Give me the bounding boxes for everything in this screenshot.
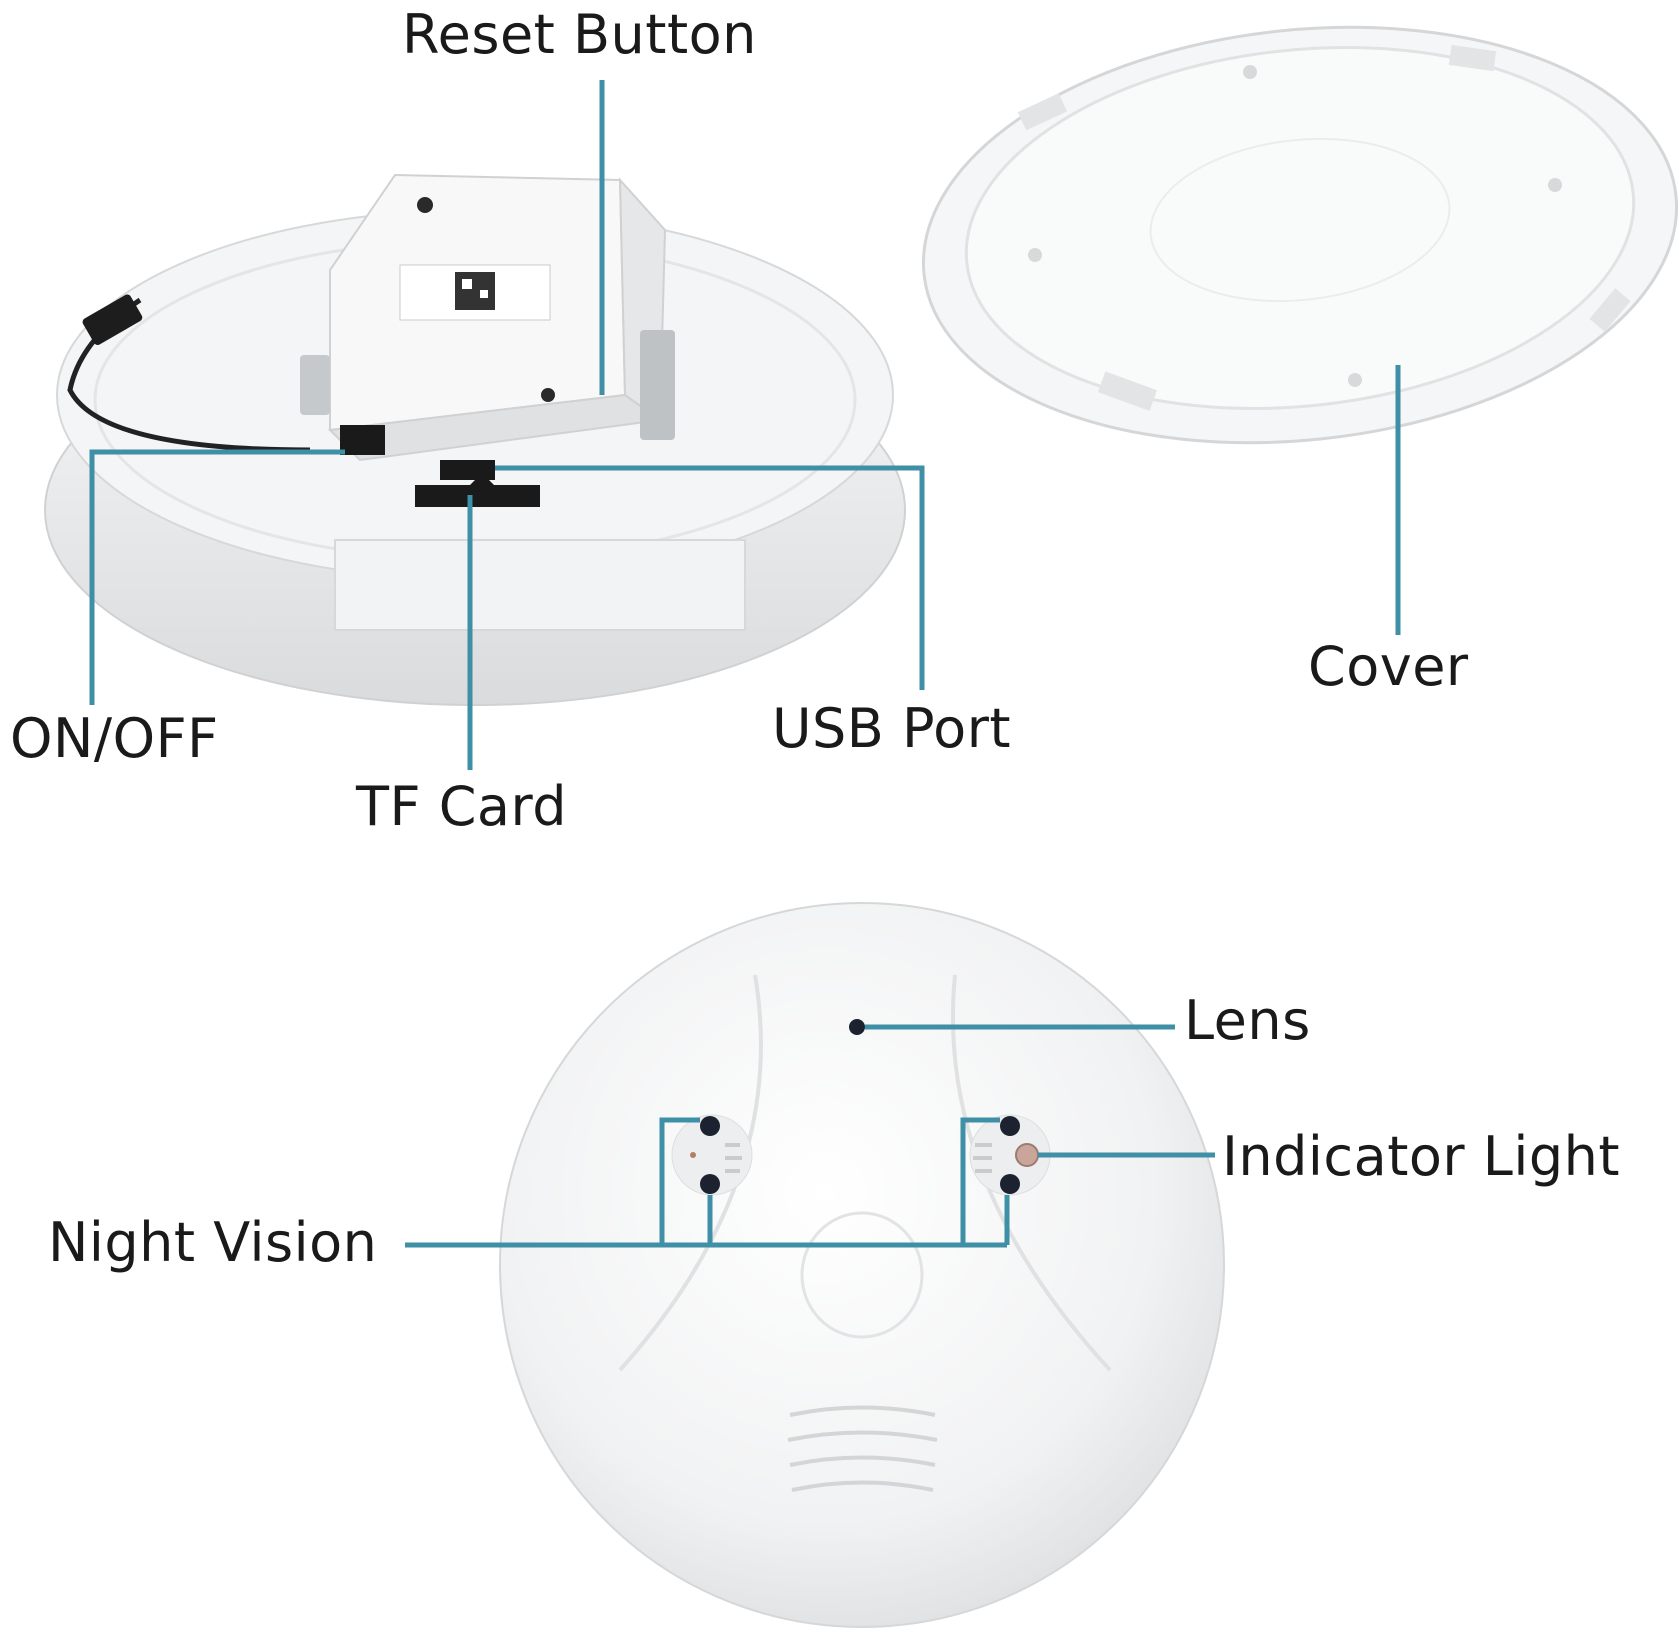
- indicator-light-label: Indicator Light: [1222, 1125, 1621, 1188]
- tf-card-slot: [415, 485, 540, 507]
- right-ir-cluster: [969, 1114, 1051, 1196]
- lens-dot: [849, 1019, 865, 1035]
- night-vision-led-4: [1000, 1174, 1020, 1194]
- leader-lines: [89, 80, 1401, 1248]
- leader-nv-3: [960, 1117, 1000, 1245]
- vent-slots: [787, 1405, 938, 1492]
- cover-label: Cover: [1308, 635, 1469, 698]
- detector-disc: [499, 902, 1225, 1628]
- opened-base: [44, 173, 906, 706]
- night-vision-led-2: [700, 1174, 720, 1194]
- on-off-label: ON/OFF: [10, 707, 219, 770]
- left-ir-cluster: [671, 1114, 753, 1196]
- detector-face: [499, 902, 1225, 1628]
- cover-disk: [921, 25, 1679, 445]
- leader-usb: [495, 465, 925, 690]
- tf-card-label: TF Card: [356, 775, 568, 838]
- leader-on-off: [89, 449, 345, 705]
- reset-button-label: Reset Button: [402, 3, 757, 66]
- night-vision-led-3: [1000, 1116, 1020, 1136]
- on-off-switch: [340, 425, 385, 455]
- usb-port-slot: [440, 460, 495, 480]
- battery-connector: [82, 294, 143, 346]
- night-vision-label: Night Vision: [48, 1211, 378, 1274]
- lens-label: Lens: [1184, 989, 1311, 1052]
- usb-port-label: USB Port: [772, 697, 1012, 760]
- camera-module: [327, 173, 667, 462]
- indicator-light-led: [1015, 1143, 1039, 1167]
- leader-nv-1: [659, 1117, 700, 1245]
- cover-inner-ring: [964, 46, 1636, 410]
- center-button: [800, 1211, 924, 1339]
- night-vision-led-1: [700, 1116, 720, 1136]
